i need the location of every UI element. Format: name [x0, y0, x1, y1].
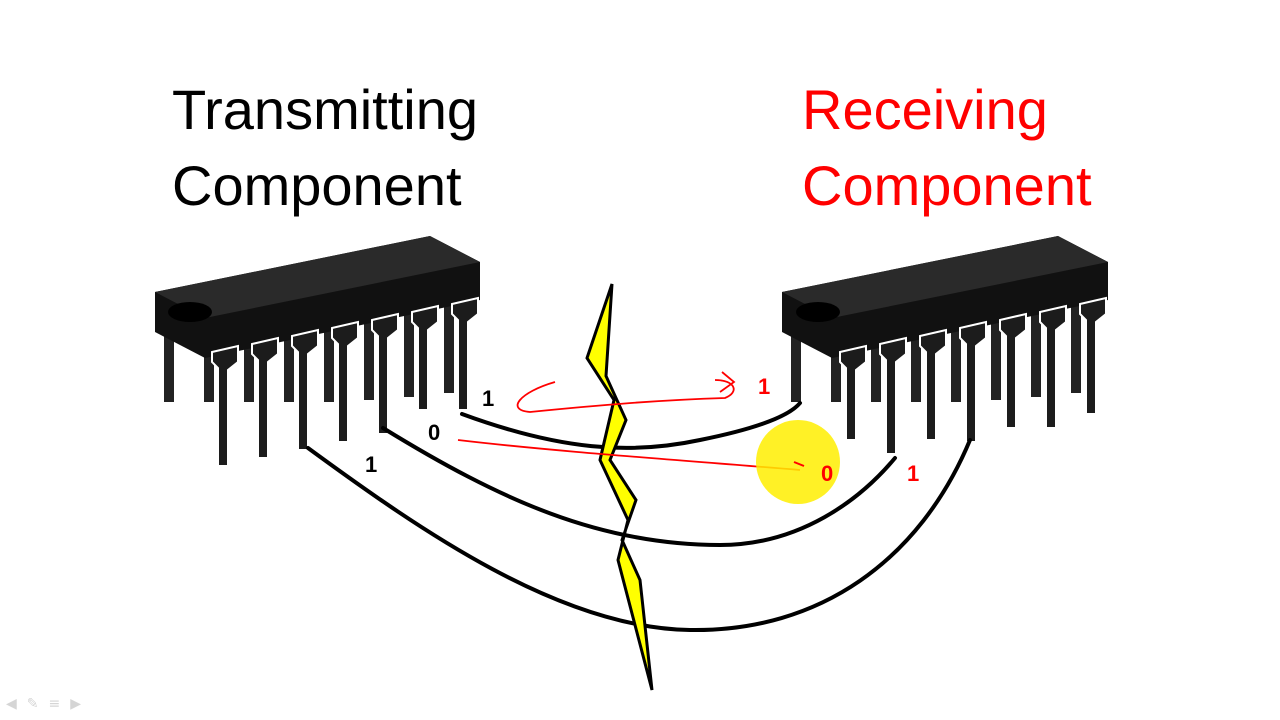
tx-top-bit: 1 [482, 386, 494, 411]
wire-bottom [306, 438, 972, 633]
tx-middle-bit: 0 [428, 420, 440, 445]
annotation-loop [516, 379, 735, 413]
slide-controls: ◀ ✎ ≡ ▶ [6, 696, 81, 712]
transmitting-title-line2: Component [172, 154, 462, 217]
wires [306, 401, 972, 633]
transmitting-title-line1: Transmitting [172, 78, 479, 141]
pen-tool-icon[interactable]: ✎ [26, 696, 39, 712]
lightning-bolt-icon [585, 283, 654, 691]
annotation-line [457, 439, 801, 471]
annotation-strokes [457, 371, 801, 471]
rx-middle-bit: 0 [821, 461, 833, 486]
right-chip-notch [796, 302, 840, 322]
right-chip-icon [782, 236, 1108, 455]
cursor-pen-icon [793, 461, 805, 467]
rx-bottom-bit: 1 [907, 461, 919, 486]
left-chip-notch [168, 302, 212, 322]
receiving-title-line2: Component [802, 154, 1092, 217]
left-chip-front-pins [211, 296, 479, 467]
prev-slide-icon[interactable]: ◀ [6, 696, 17, 712]
receiving-title-line1: Receiving [802, 78, 1048, 141]
right-chip-front-pins [839, 296, 1107, 455]
tx-bottom-bit: 1 [365, 452, 377, 477]
annotation-arrowhead [719, 371, 736, 393]
wire-top [460, 401, 802, 450]
wire-middle [381, 426, 897, 548]
cursor-highlight-icon [756, 420, 840, 504]
slide-menu-icon[interactable]: ≡ [48, 696, 61, 712]
next-slide-icon[interactable]: ▶ [70, 696, 82, 712]
left-chip-icon [155, 236, 480, 467]
rx-top-bit: 1 [758, 374, 770, 399]
receiving-component-title: Receiving Component [802, 72, 1092, 224]
transmitting-component-title: Transmitting Component [172, 72, 478, 224]
